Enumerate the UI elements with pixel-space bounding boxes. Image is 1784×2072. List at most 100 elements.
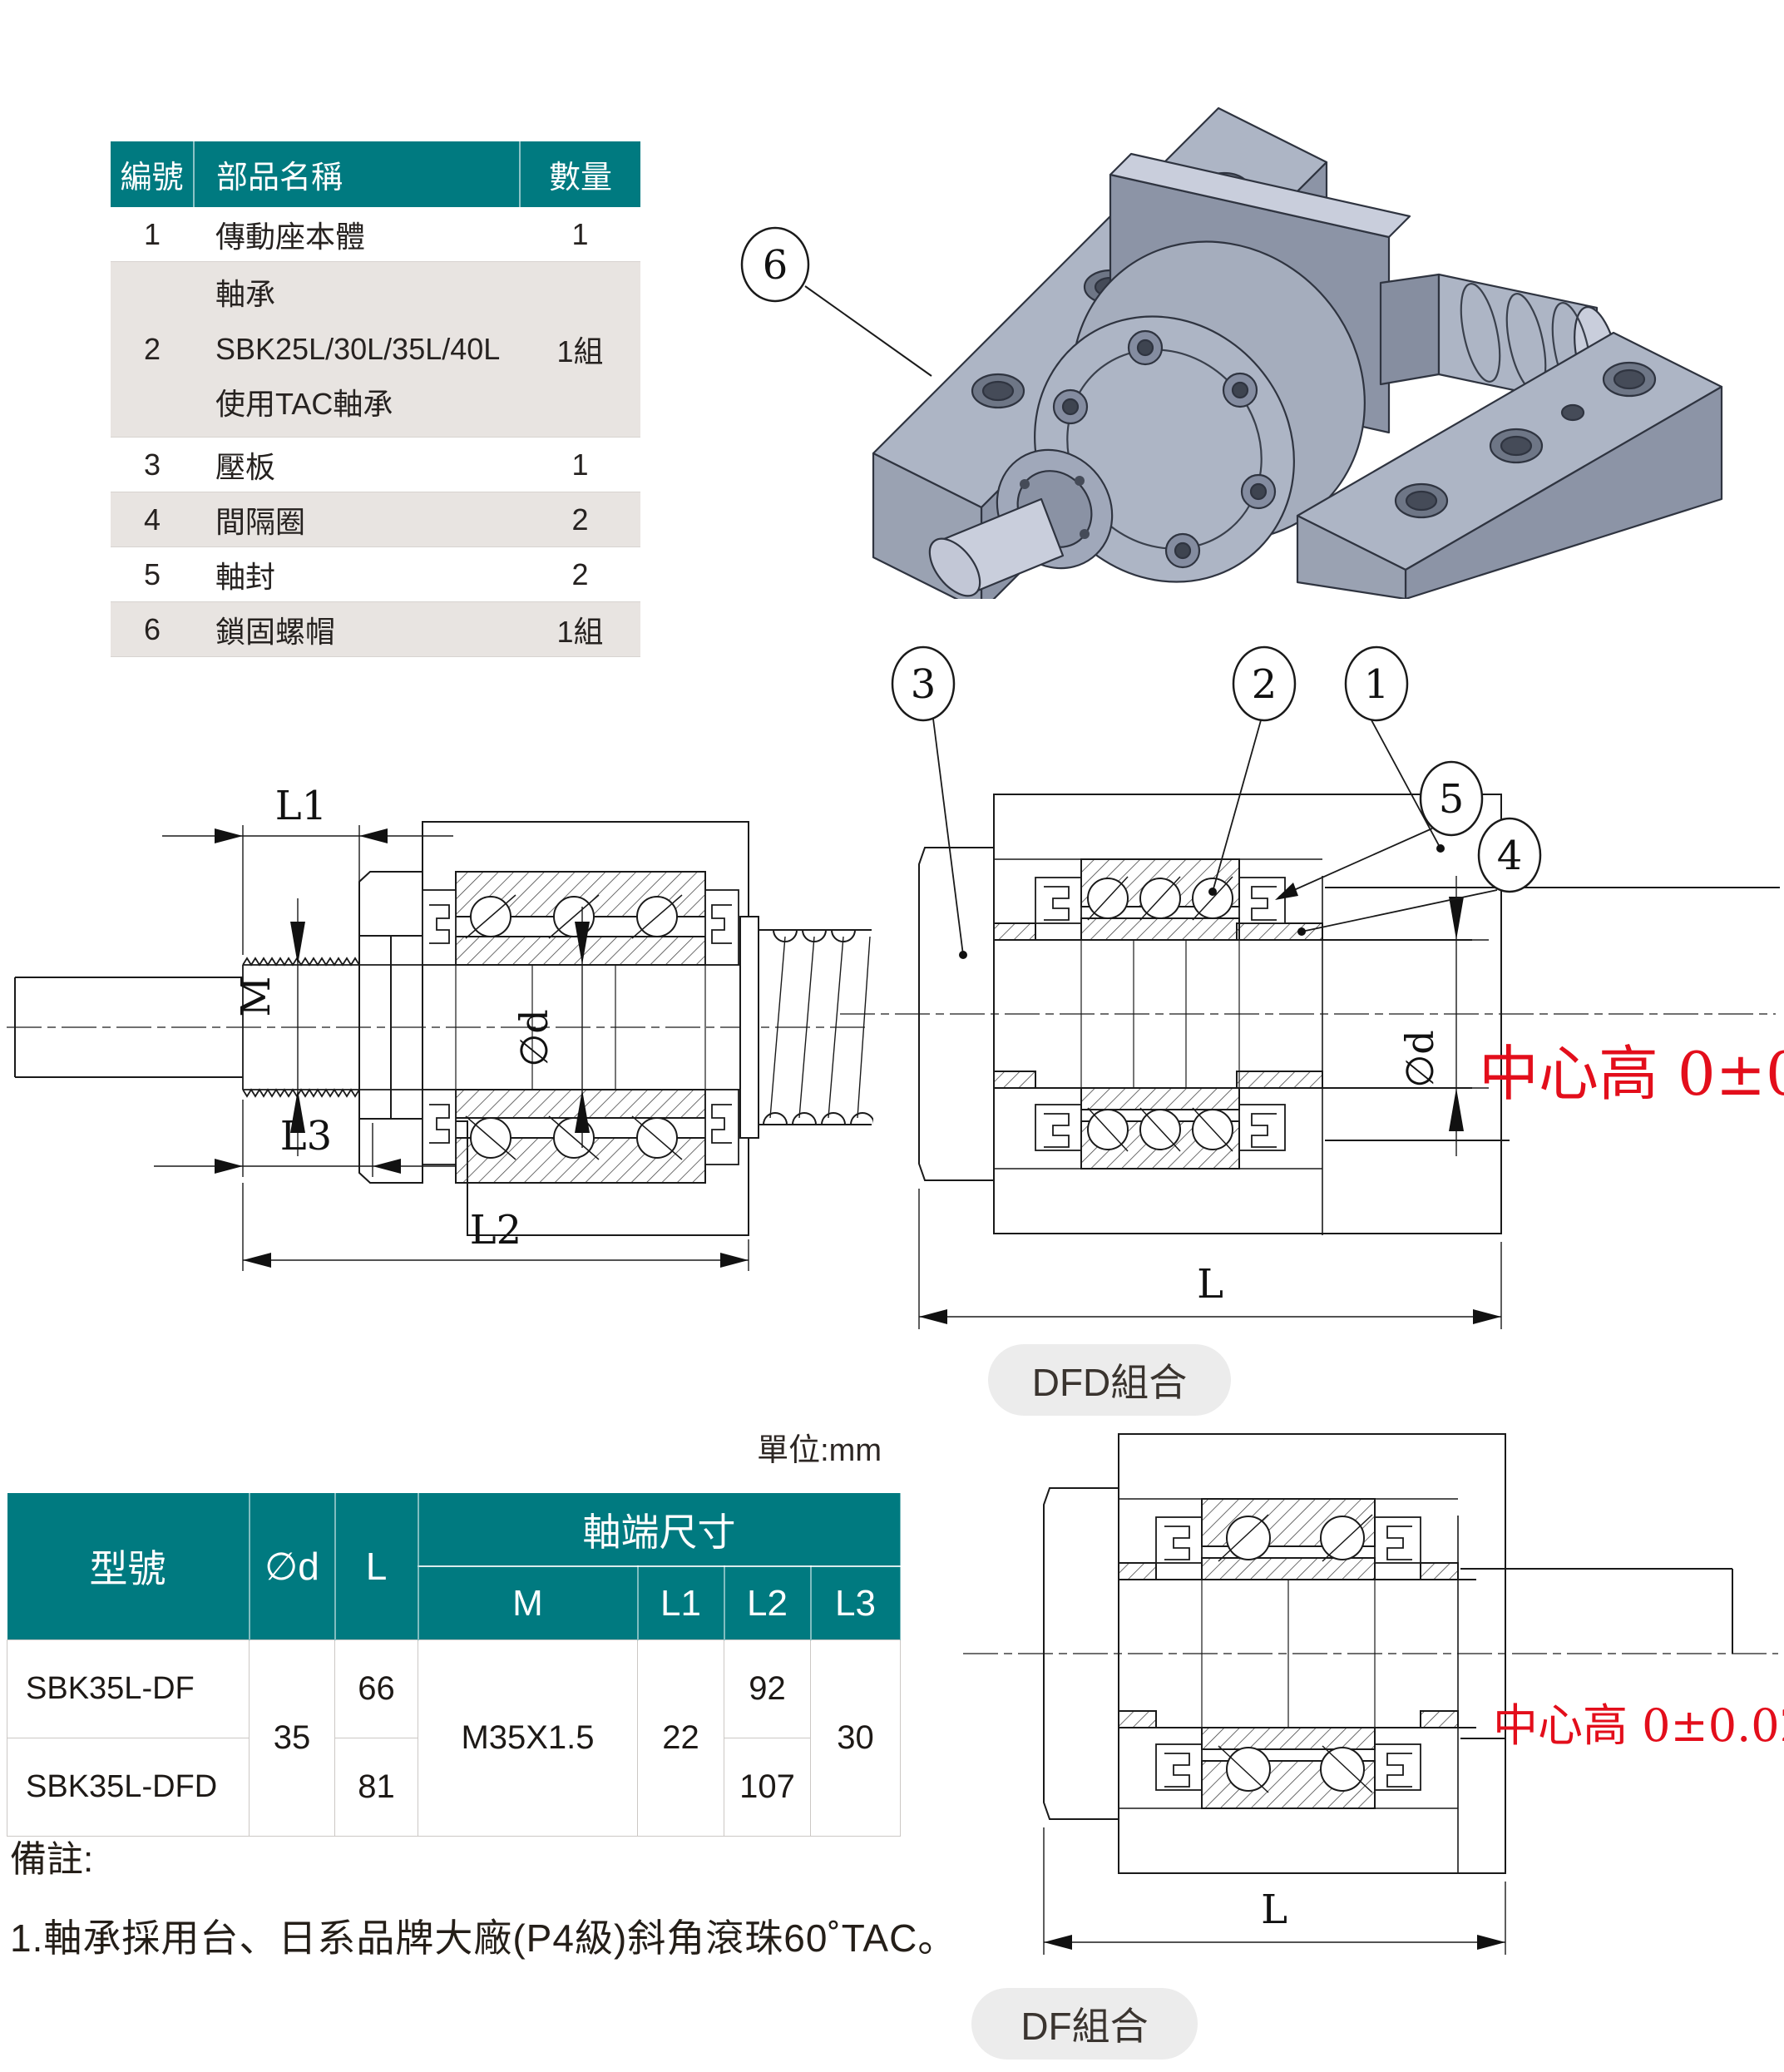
- callout-1-label: 1: [1364, 661, 1390, 708]
- bearing-ball: [1320, 1516, 1365, 1560]
- spec-table: 型號 ∅d L 軸端尺寸 M L1 L2 L3 SBK35L-DF 35 66 …: [7, 1493, 902, 1837]
- shaft-end-face: [928, 537, 981, 597]
- part-name: 壓板: [194, 437, 520, 492]
- spec-header-l: L: [334, 1493, 419, 1640]
- part-name-line: 使用TAC軸承: [215, 387, 393, 421]
- spacer-ring: [993, 922, 1036, 941]
- spec-l2-value: 92: [724, 1639, 811, 1738]
- bearing-inner-races-top: [1201, 1557, 1376, 1580]
- callout-6-bubble: [740, 226, 810, 303]
- spec-l1-value: 22: [637, 1639, 724, 1837]
- contact-lines-bottom: [465, 1115, 683, 1160]
- spec-header-m: M: [418, 1566, 639, 1640]
- iso-cad-view: 6: [740, 106, 1723, 599]
- spec-l2-value: 107: [724, 1738, 811, 1837]
- dimension-arrows: [215, 828, 749, 1268]
- pressure-plate: [918, 847, 995, 1181]
- contact-lines-bottom: [1087, 1107, 1233, 1152]
- ball-screw-section: [739, 916, 873, 1139]
- screw-nut: [1379, 273, 1441, 386]
- part-no: 4: [111, 492, 194, 547]
- shaft-end-section-drawing: L1 M ∅d L3 L2: [7, 783, 873, 1271]
- spacer-ring: [993, 1071, 1036, 1089]
- bearing-ball: [1226, 1516, 1271, 1560]
- spec-model: SBK35L-DFD: [7, 1738, 250, 1837]
- parts-table-header-row: 編號 部品名稱 數量: [111, 141, 640, 207]
- spec-header-d: ∅d: [249, 1493, 336, 1640]
- dim-label-phid: ∅d: [511, 1009, 556, 1067]
- dfd-caption-pill: DFD組合: [988, 1344, 1231, 1416]
- part-qty: 1組: [520, 601, 640, 657]
- contact-lines-top: [1218, 1514, 1373, 1562]
- callout-ends: [959, 844, 1445, 959]
- part-no: 3: [111, 437, 194, 492]
- part-name: 軸封: [194, 546, 520, 602]
- df-caption-pill: DF組合: [971, 1988, 1198, 2060]
- part-qty: 2: [520, 492, 640, 547]
- contact-lines-top: [1087, 876, 1233, 921]
- bearing-ball: [1320, 1747, 1365, 1792]
- seal-left-top: [1155, 1516, 1203, 1564]
- dim-label-l: L: [1261, 1887, 1287, 1933]
- callout-bubbles: [891, 645, 1542, 893]
- dim-label-l1: L1: [275, 783, 327, 829]
- center-height-note: 中心高 0±0.02: [1479, 1039, 1784, 1109]
- part-qty: 2: [520, 546, 640, 602]
- part-qty: 1: [520, 437, 640, 492]
- spec-header-row-1: 型號 ∅d L 軸端尺寸: [7, 1493, 902, 1640]
- spec-l-value: 66: [334, 1639, 418, 1738]
- part-no: 1: [111, 207, 194, 262]
- contact-lines-top: [465, 894, 683, 939]
- spec-l-value: 81: [334, 1738, 418, 1837]
- spacer-ring: [1236, 1071, 1323, 1089]
- df-section-drawing: 中心高 0±0.02 L: [963, 1433, 1784, 1955]
- callout-3-label: 3: [911, 661, 936, 708]
- spacer-ring: [1118, 1710, 1157, 1728]
- seal-right-bottom: [1374, 1743, 1421, 1791]
- dimension-lines: [154, 825, 749, 1271]
- seal-right-top: [1238, 877, 1286, 924]
- spec-header-row-2: M L1 L2 L3: [7, 1566, 902, 1640]
- table-row: 5 軸封 2: [111, 546, 640, 602]
- spec-header-shaft-end: 軸端尺寸: [418, 1493, 902, 1567]
- callout-2-label: 2: [1252, 661, 1277, 708]
- part-no: 6: [111, 601, 194, 657]
- dimension-arrows: [919, 897, 1501, 1324]
- part-name: 軸承 SBK25L/30L/35L/40L 使用TAC軸承: [194, 261, 520, 438]
- callout-5-label: 5: [1439, 776, 1465, 823]
- dfd-section-drawing: ∅d 中心高 0±0.02 L 3 2 1 5 4: [840, 645, 1784, 1329]
- table-row: 3 壓板 1: [111, 437, 640, 492]
- table-row: 1 傳動座本體 1: [111, 207, 640, 262]
- notes-line-1: 1.軸承採用台、日系品牌大廠(P4級)斜角滾珠60˚TAC。: [10, 1916, 957, 1960]
- part-name: 間隔圈: [194, 492, 520, 547]
- spec-m-value: M35X1.5: [418, 1639, 638, 1837]
- spec-l3-value: 30: [810, 1639, 901, 1837]
- unit-label: 單位:mm: [757, 1433, 882, 1468]
- pressure-plate: [1043, 1487, 1119, 1820]
- seal-right: [704, 889, 739, 966]
- seal-left: [422, 889, 457, 966]
- seal-right-bottom: [704, 1089, 739, 1165]
- housing-block-top: [1109, 152, 1411, 239]
- part-name: 鎖固螺帽: [194, 601, 520, 657]
- spacer-ring: [1420, 1710, 1459, 1728]
- notes-block: 備註: 1.軸承採用台、日系品牌大廠(P4級)斜角滾珠60˚TAC。: [10, 1835, 1174, 1963]
- bearing-inner-races-bottom: [1080, 1087, 1240, 1110]
- dim-label-l3: L3: [280, 1113, 332, 1160]
- dim-label-m: M: [233, 976, 279, 1016]
- dimension-arrows: [1044, 1935, 1505, 1950]
- callout-6-leader: [804, 285, 932, 377]
- front-block-holes: [1394, 361, 1657, 519]
- part-qty: 1: [520, 207, 640, 262]
- callout-4-label: 4: [1497, 833, 1523, 879]
- table-row: 4 間隔圈 2: [111, 492, 640, 547]
- part-no: 2: [111, 261, 194, 438]
- callout-leaders: [932, 718, 1498, 956]
- part-name: 傳動座本體: [194, 207, 520, 262]
- table-row: SBK35L-DFD 81 107: [7, 1738, 901, 1837]
- notes-title: 備註:: [10, 1839, 94, 1880]
- part-name-line: SBK25L/30L/35L/40L: [215, 332, 501, 366]
- dim-label-l2: L2: [470, 1207, 521, 1254]
- center-height-note: 中心高 0±0.02: [1493, 1699, 1784, 1752]
